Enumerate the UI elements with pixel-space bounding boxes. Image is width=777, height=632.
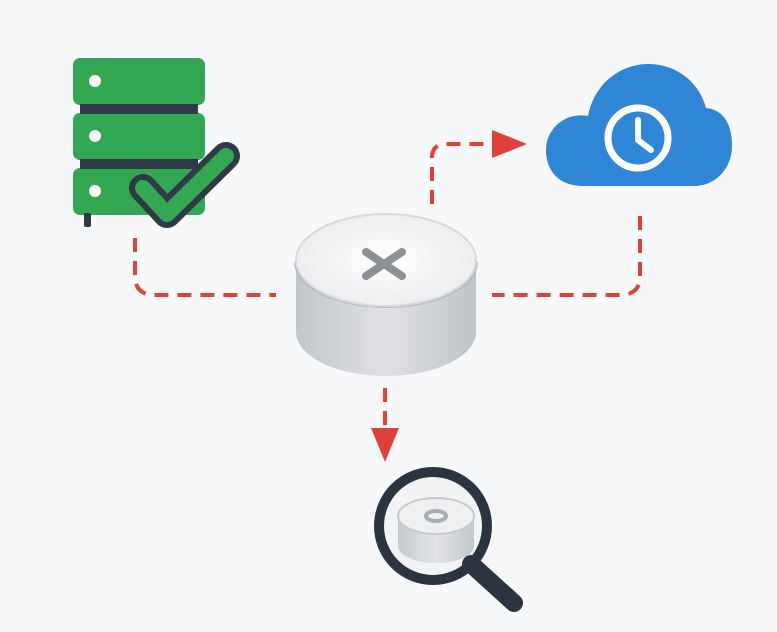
server-check-icon [73,58,240,228]
magnifier-ring [374,467,492,585]
magnifier-handle [462,555,523,612]
edge-cloud-to-disk [492,216,642,297]
server-led-1 [89,75,101,87]
arrowhead-right-icon [492,130,527,158]
connectors [133,130,642,462]
server-unit-1 [73,58,205,105]
server-unit-2 [73,113,205,160]
arrowhead-down-icon [371,428,399,462]
magnified-disk [397,497,475,563]
server-separator-2 [80,159,198,169]
server-separator-1 [80,104,198,114]
x-mark-icon [362,248,406,280]
cloud-clock-icon [546,64,732,186]
server-led-3 [89,185,101,197]
check-mark-icon [135,148,234,222]
server-led-2 [89,130,101,142]
clock-hands [635,117,654,153]
disk-error-icon [294,213,478,376]
edge-disk-to-cloud [430,142,492,204]
disk-magnifier-icon [374,467,523,612]
edge-server-to-disk [133,238,276,297]
server-foot [84,213,91,227]
